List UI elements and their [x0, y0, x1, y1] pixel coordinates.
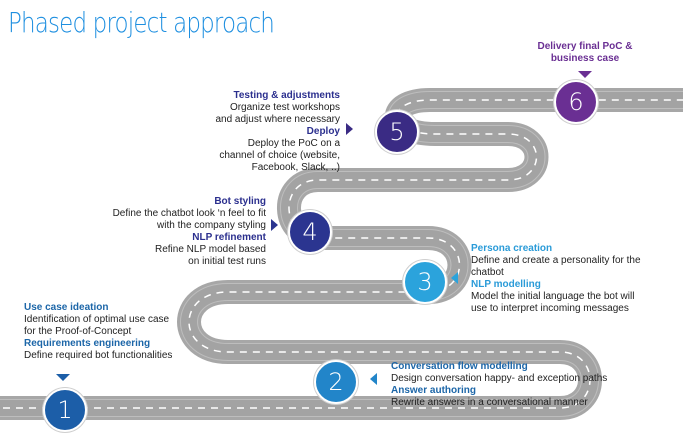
- phase1-heading-2: Requirements engineering: [24, 338, 151, 349]
- arrow-phase4: [271, 219, 278, 231]
- step-2-marker: 2: [314, 360, 358, 404]
- phase2-text: Conversation flow modelling Design conve…: [391, 361, 651, 409]
- phase1-heading-1: Use case ideation: [24, 302, 109, 313]
- phase1-text: Use case ideation Identification of opti…: [24, 302, 224, 362]
- phase4-desc-2a: Refine NLP model based: [155, 244, 266, 255]
- phase4-desc-1b: with the company styling: [157, 220, 266, 231]
- arrow-phase6: [578, 71, 592, 78]
- phase2-desc-2: Rewrite answers in a conversational mann…: [391, 397, 588, 408]
- phase2-desc-1: Design conversation happy- and exception…: [391, 373, 608, 384]
- phase4-desc-1a: Define the chatbot look ‘n feel to fit: [112, 208, 266, 219]
- phase5-heading-2: Deploy: [306, 126, 340, 137]
- phase4-heading-1: Bot styling: [214, 196, 266, 207]
- page-title: Phased project approach: [8, 6, 275, 39]
- phase3-heading-2: NLP modelling: [471, 279, 541, 290]
- road-center-dashes: [0, 99, 683, 409]
- phase3-text: Persona creation Define and create a per…: [471, 243, 676, 315]
- phase1-desc-1b: for the Proof-of-Concept: [24, 326, 132, 337]
- phase6-heading-1b: business case: [550, 53, 620, 64]
- arrow-phase3: [451, 272, 458, 284]
- phase6-text: Delivery final PoC & business case: [515, 41, 655, 65]
- phase4-heading-2: NLP refinement: [192, 232, 266, 243]
- phase5-desc-1a: Organize test workshops: [229, 102, 340, 113]
- step-1-marker: 1: [43, 388, 87, 432]
- phase1-desc-2: Define required bot functionalities: [24, 350, 173, 361]
- phase5-desc-2a: Deploy the PoC on a: [247, 138, 340, 149]
- step-3-marker: 3: [403, 260, 447, 304]
- phase3-desc-1b: chatbot: [471, 267, 504, 278]
- phase3-desc-1a: Define and create a personality for the: [471, 255, 641, 266]
- phase5-text: Testing & adjustments Organize test work…: [150, 90, 340, 174]
- arrow-phase5: [346, 123, 353, 135]
- phase2-heading-2: Answer authoring: [391, 385, 477, 396]
- step-6-marker: 6: [554, 80, 598, 124]
- phase4-desc-2b: on initial test runs: [188, 256, 266, 267]
- phase4-text: Bot styling Define the chatbot look ‘n f…: [70, 196, 266, 268]
- phase5-desc-1b: and adjust where necessary: [215, 114, 340, 125]
- step-5-marker: 5: [375, 110, 419, 154]
- arrow-phase2: [370, 373, 377, 385]
- phase5-desc-2b: channel of choice (website,: [219, 150, 340, 161]
- step-4-marker: 4: [288, 210, 332, 254]
- phase2-heading-1: Conversation flow modelling: [391, 361, 528, 372]
- phase5-desc-2c: Facebook, Slack, ..): [251, 162, 340, 173]
- phase6-heading-1a: Delivery final PoC &: [537, 41, 633, 52]
- phase3-heading-1: Persona creation: [471, 243, 553, 254]
- arrow-phase1: [56, 374, 70, 381]
- phase3-desc-2b: use to interpret incoming messages: [471, 303, 629, 314]
- phase1-desc-1a: Identification of optimal use case: [24, 314, 170, 325]
- phase5-heading-1: Testing & adjustments: [233, 90, 341, 101]
- phase3-desc-2a: Model the initial language the bot will: [471, 291, 635, 302]
